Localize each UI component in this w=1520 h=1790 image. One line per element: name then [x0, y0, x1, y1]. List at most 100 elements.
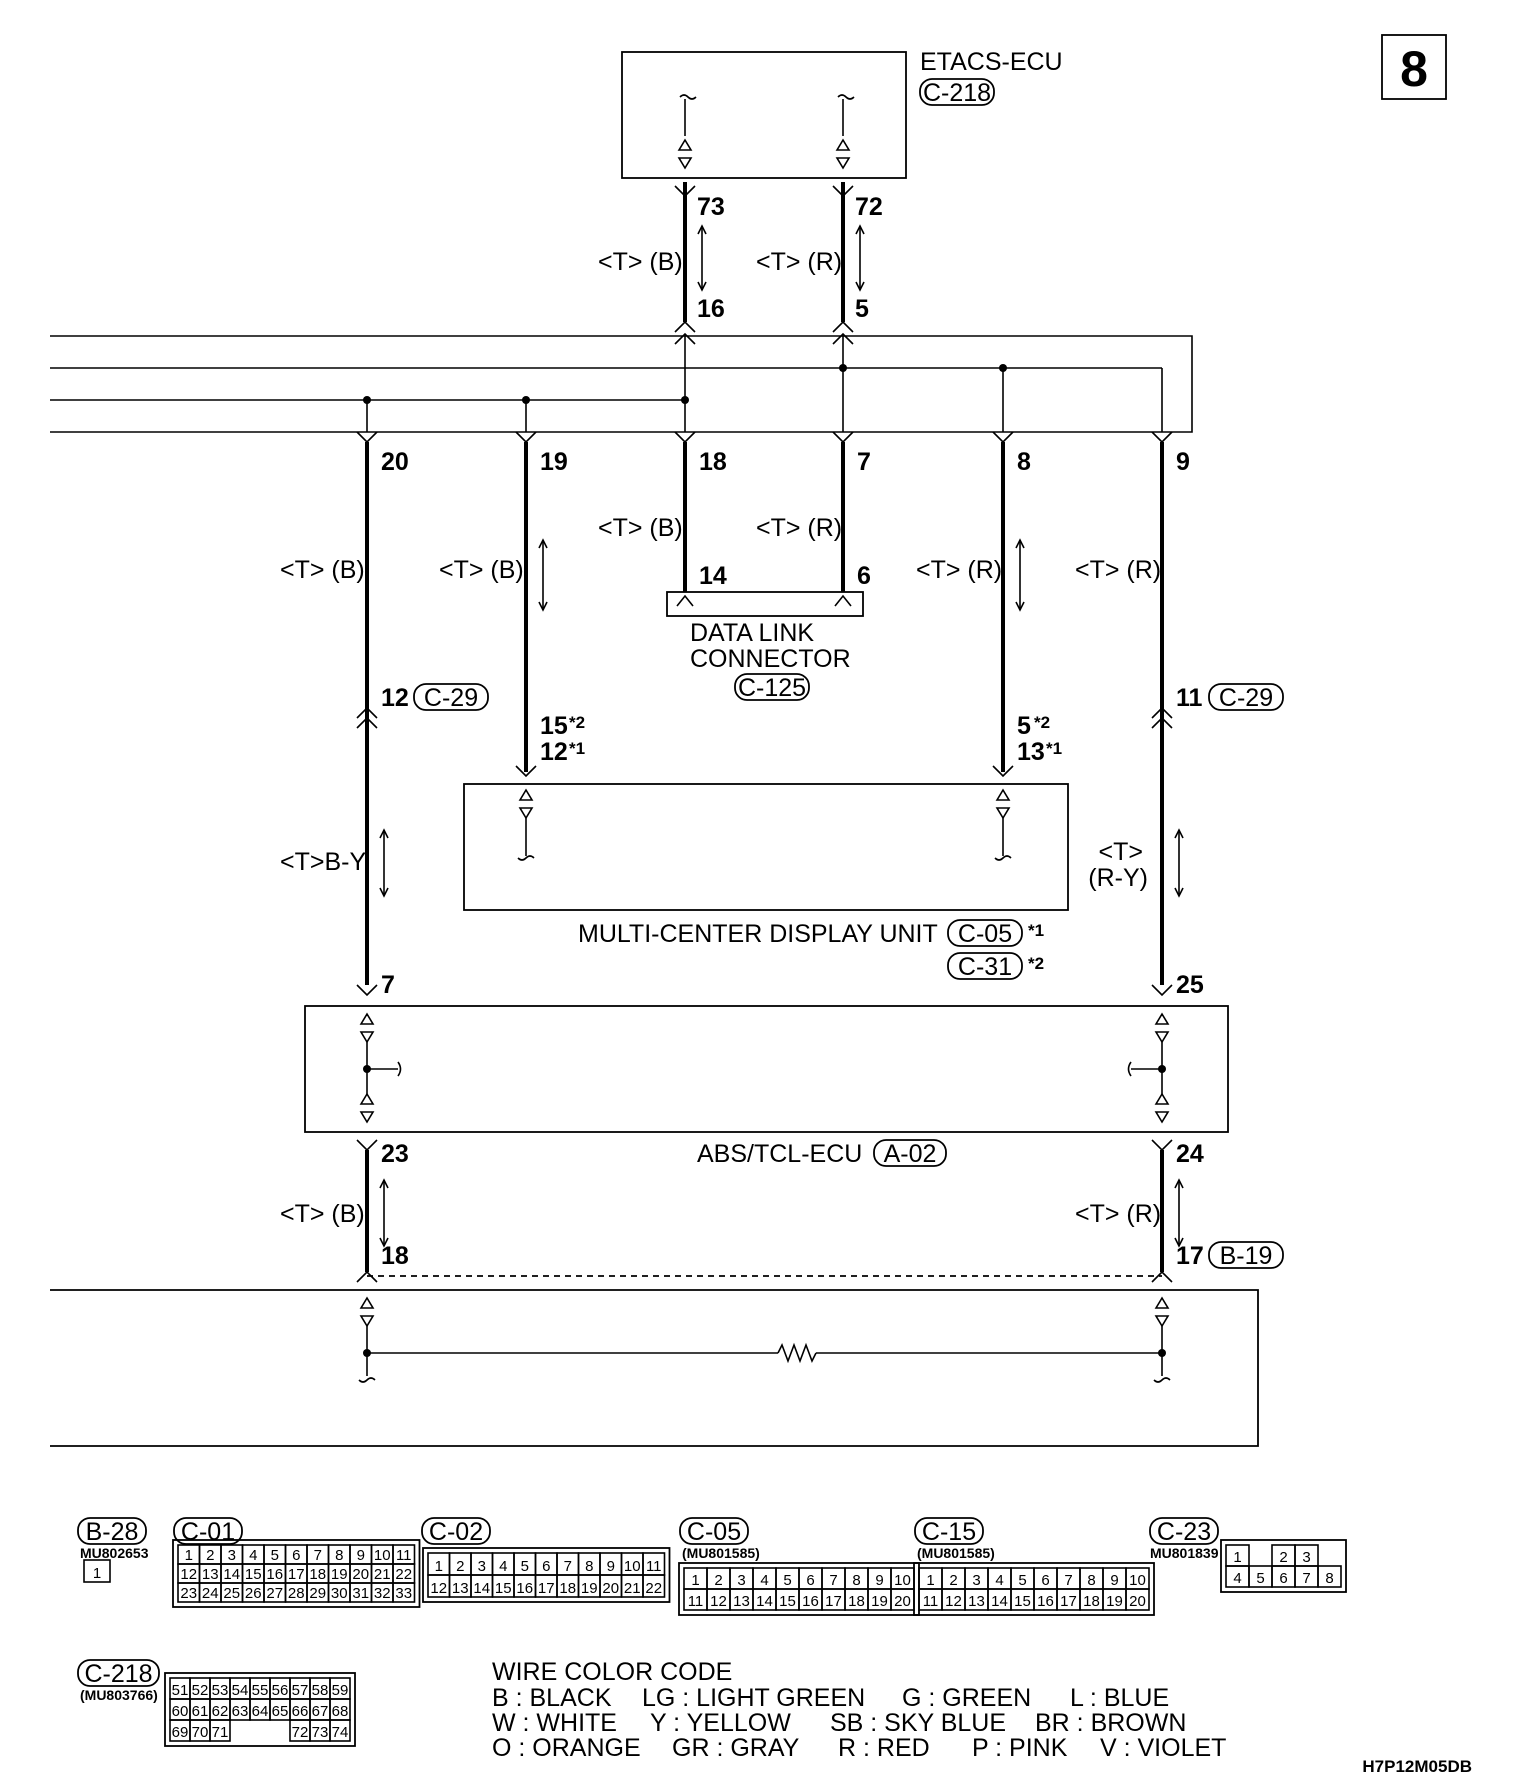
pin-number: 19	[1106, 1593, 1123, 1610]
connector-id: B-28	[86, 1518, 139, 1546]
pin-number: 8	[335, 1547, 343, 1564]
connector-id: C-02	[429, 1518, 483, 1546]
pin-number: 15	[495, 1580, 512, 1597]
pin-label: 20	[381, 448, 409, 476]
pin-number: 2	[456, 1558, 464, 1575]
pin-number: 54	[232, 1682, 249, 1699]
wire-color-label: <T> (B)	[598, 248, 683, 276]
pin-number: 2	[949, 1572, 957, 1589]
pin-number: 10	[624, 1558, 641, 1575]
pin-number: 53	[212, 1682, 229, 1699]
pin-label: 72	[855, 193, 883, 221]
pin-number: 7	[1064, 1572, 1072, 1589]
pin-number: 20	[352, 1566, 369, 1583]
pin-number: 16	[266, 1566, 283, 1583]
pin-number: 23	[180, 1585, 197, 1602]
terminating-unit	[50, 1289, 1259, 1447]
dlc-name-1: DATA LINK	[690, 619, 814, 647]
pin-number: 7	[564, 1558, 572, 1575]
pin-number: 1	[185, 1547, 193, 1564]
pin-number: 5	[1018, 1572, 1026, 1589]
pin-number: 28	[288, 1585, 305, 1602]
pin-label: 18	[381, 1242, 409, 1270]
pin-label: 9	[1176, 448, 1190, 476]
pin-number: 24	[202, 1585, 219, 1602]
pin-number: 70	[192, 1724, 209, 1741]
pin-number: 19	[581, 1580, 598, 1597]
pin-number: 3	[1302, 1549, 1310, 1566]
pin-number: 3	[737, 1572, 745, 1589]
wire-color-entry: G : GREEN	[902, 1684, 1031, 1712]
dlc-name-2: CONNECTOR	[690, 645, 851, 673]
abs-tcl-ecu: 7 25 ABS/TCL-ECU A-02	[304, 971, 1229, 1168]
pin-number: 21	[374, 1566, 391, 1583]
pin-number: 19	[871, 1593, 888, 1610]
pin-number: 5	[271, 1547, 279, 1564]
pin-label: 25	[1176, 971, 1204, 999]
wire-color-entry: P : PINK	[972, 1734, 1068, 1762]
mcd-name: MULTI-CENTER DISPLAY UNIT	[578, 920, 938, 948]
b19-connector: B-19	[1220, 1242, 1273, 1270]
pin-number: 62	[212, 1703, 229, 1720]
document-code: H7P12M05DB	[1362, 1757, 1472, 1776]
mcd-connector-1: C-05	[958, 920, 1012, 948]
mcd-note-2: *2	[1028, 954, 1044, 973]
mcd-note-1: *1	[1028, 921, 1044, 940]
pin-number: 16	[516, 1580, 533, 1597]
pin-number: 4	[249, 1547, 257, 1564]
pin-number: 73	[312, 1724, 329, 1741]
pin-number: 26	[245, 1585, 262, 1602]
etacs-wires: 73 72 16 5 <T> (B) <T> (R)	[598, 182, 883, 345]
abs-name: ABS/TCL-ECU	[697, 1140, 862, 1168]
connector-part-number: (MU801585)	[682, 1545, 760, 1561]
pin-label: 7	[857, 448, 871, 476]
pin-number: 66	[292, 1703, 309, 1720]
pin-number: 3	[478, 1558, 486, 1575]
pin-number: 10	[894, 1572, 911, 1589]
pin-number: 19	[331, 1566, 348, 1583]
pin-number: 14	[223, 1566, 240, 1583]
pin-label: 8	[1017, 448, 1031, 476]
pin-number: 64	[252, 1703, 269, 1720]
pin-number: 68	[332, 1703, 349, 1720]
wire-color-label: <T> (B)	[439, 556, 524, 584]
pin-number: 12	[710, 1593, 727, 1610]
pin-number: 17	[288, 1566, 305, 1583]
pin-number: 12	[945, 1593, 962, 1610]
pin-number: 7	[314, 1547, 322, 1564]
wire-color-entry: V : VIOLET	[1100, 1734, 1226, 1762]
pin-number: 11	[646, 1558, 662, 1575]
etacs-name: ETACS-ECU	[920, 48, 1063, 76]
right-c29: C-29	[1219, 684, 1273, 712]
pin-number: 52	[192, 1682, 209, 1699]
pin-number: 16	[802, 1593, 819, 1610]
wire-color-label: (R-Y)	[1088, 864, 1148, 892]
pin-number: 57	[292, 1682, 309, 1699]
wire-color-entry: BR : BROWN	[1035, 1709, 1186, 1737]
mcd-connector-2: C-31	[958, 953, 1012, 981]
pin-number: 6	[292, 1547, 300, 1564]
page-number-box: 8	[1381, 34, 1447, 100]
connector-part-number: (MU803766)	[80, 1687, 158, 1703]
pin-number: 9	[875, 1572, 883, 1589]
wire-color-label: <T> (B)	[280, 556, 365, 584]
wire-color-entry: GR : GRAY	[672, 1734, 800, 1762]
pin-label: 5	[1017, 712, 1031, 740]
pin-label: 12	[381, 684, 409, 712]
pin-number: 9	[357, 1547, 365, 1564]
pin-number: 4	[499, 1558, 507, 1575]
pin-number: 4	[760, 1572, 768, 1589]
pin-number: 27	[266, 1585, 283, 1602]
pin-number: 5	[521, 1558, 529, 1575]
pin-label: 7	[381, 971, 395, 999]
pin-number: 9	[607, 1558, 615, 1575]
pin-number: 74	[332, 1724, 349, 1741]
pin-number: 8	[585, 1558, 593, 1575]
pin-number: 29	[309, 1585, 326, 1602]
pin-number: 69	[172, 1724, 189, 1741]
